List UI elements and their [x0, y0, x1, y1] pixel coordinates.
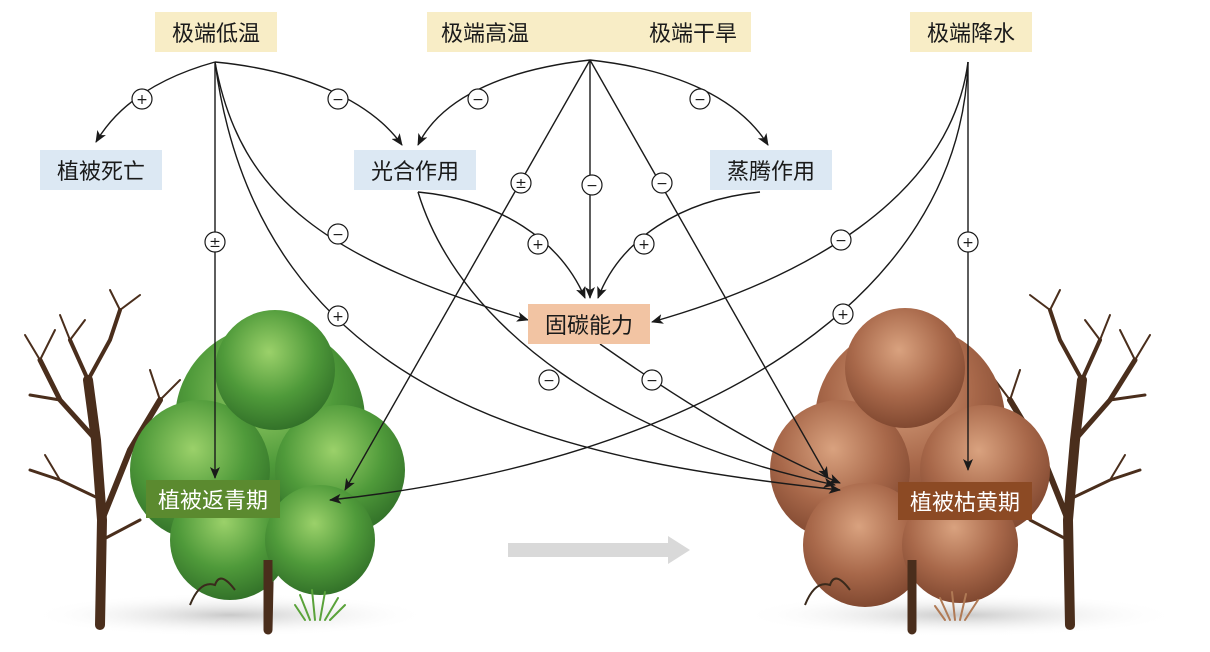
- node-low-temperature: 极端低温: [155, 12, 277, 52]
- sign-marker: −: [689, 88, 711, 110]
- bare-tree-icon: [24, 289, 187, 630]
- sign-marker: ±: [204, 231, 226, 253]
- arrow-heat-photosynthesis: [417, 59, 591, 146]
- arrow-heat-transpiration: [589, 59, 769, 146]
- node-precipitation: 极端降水: [910, 12, 1032, 52]
- sign-text: +: [837, 307, 849, 323]
- sign-text: −: [472, 92, 484, 108]
- node-label-high-temperature: 极端高温: [441, 22, 530, 47]
- sign-text: −: [694, 92, 706, 108]
- sign-text: −: [586, 178, 598, 194]
- sign-text: ±: [515, 176, 527, 192]
- arrow-heat-senescence: [589, 59, 829, 479]
- node-label: 蒸腾作用: [726, 160, 815, 185]
- node-label: 固碳能力: [544, 314, 633, 339]
- node-vegetation-mortality: 植被死亡: [40, 150, 162, 190]
- node-label-drought: 极端干旱: [648, 22, 737, 47]
- node-senescence: 植被枯黄期: [898, 482, 1032, 520]
- sign-marker: −: [538, 369, 560, 391]
- sign-marker: +: [527, 233, 549, 255]
- sign-marker: +: [957, 231, 979, 253]
- arrow-lowtemp-senescence: [214, 61, 841, 494]
- grass-icon: [934, 591, 979, 621]
- sign-text: −: [656, 176, 668, 192]
- node-photosynthesis: 光合作用: [354, 150, 476, 190]
- green-tree-icon: [130, 310, 405, 635]
- time-arrow-icon: [508, 536, 690, 564]
- sign-marker: +: [327, 305, 349, 327]
- sign-text: +: [532, 237, 544, 253]
- sign-text: +: [332, 309, 344, 325]
- node-label: 植被死亡: [56, 160, 145, 185]
- ground-shadows: [30, 593, 1180, 637]
- arrow-heat-greenup: [344, 59, 591, 491]
- sign-marker: −: [327, 223, 349, 245]
- brown-tree-icon: [770, 308, 1050, 635]
- node-transpiration: 蒸腾作用: [710, 150, 832, 190]
- sign-markers: + − ± − + − − ± − − + + − − − + +: [131, 88, 979, 391]
- arrow-precip-carbon: [651, 61, 969, 324]
- node-heat-drought: 极端高温 极端干旱: [427, 12, 751, 52]
- node-label: 光合作用: [370, 160, 459, 185]
- sign-marker: −: [830, 229, 852, 251]
- node-label: 植被枯黄期: [909, 491, 1020, 516]
- sign-marker: −: [581, 174, 603, 196]
- arrow-lowtemp-photosynthesis: [214, 61, 403, 146]
- arrow-carbon-senescence: [599, 343, 841, 484]
- arrow-photosynthesis-carbon: [417, 191, 586, 299]
- arrow-photosynthesis-senescence: [417, 191, 836, 488]
- sign-text: −: [332, 92, 344, 108]
- arrow-transpiration-carbon: [597, 191, 761, 299]
- node-label: 极端降水: [926, 22, 1015, 47]
- sign-marker: +: [832, 303, 854, 325]
- sign-marker: ±: [510, 172, 532, 194]
- sign-text: −: [332, 227, 344, 243]
- node-carbon-sequestration: 固碳能力: [528, 304, 650, 344]
- sign-marker: −: [327, 88, 349, 110]
- node-label: 极端低温: [171, 22, 260, 47]
- arrow-lowtemp-carbon: [214, 61, 529, 322]
- grass-icon: [294, 589, 346, 621]
- sign-marker: −: [651, 172, 673, 194]
- sign-text: ±: [209, 235, 221, 251]
- sign-marker: −: [467, 88, 489, 110]
- sign-text: −: [646, 373, 658, 389]
- sign-marker: +: [633, 233, 655, 255]
- sign-text: +: [638, 237, 650, 253]
- sign-text: +: [962, 235, 974, 251]
- sign-marker: +: [131, 88, 153, 110]
- node-green-up: 植被返青期: [146, 480, 280, 518]
- sign-text: −: [543, 373, 555, 389]
- sign-text: −: [835, 233, 847, 249]
- sign-text: +: [136, 92, 148, 108]
- sign-marker: −: [641, 369, 663, 391]
- node-label: 植被返青期: [157, 489, 268, 514]
- arrow-lowtemp-mortality: [95, 61, 216, 143]
- arrow-precip-greenup: [329, 61, 969, 504]
